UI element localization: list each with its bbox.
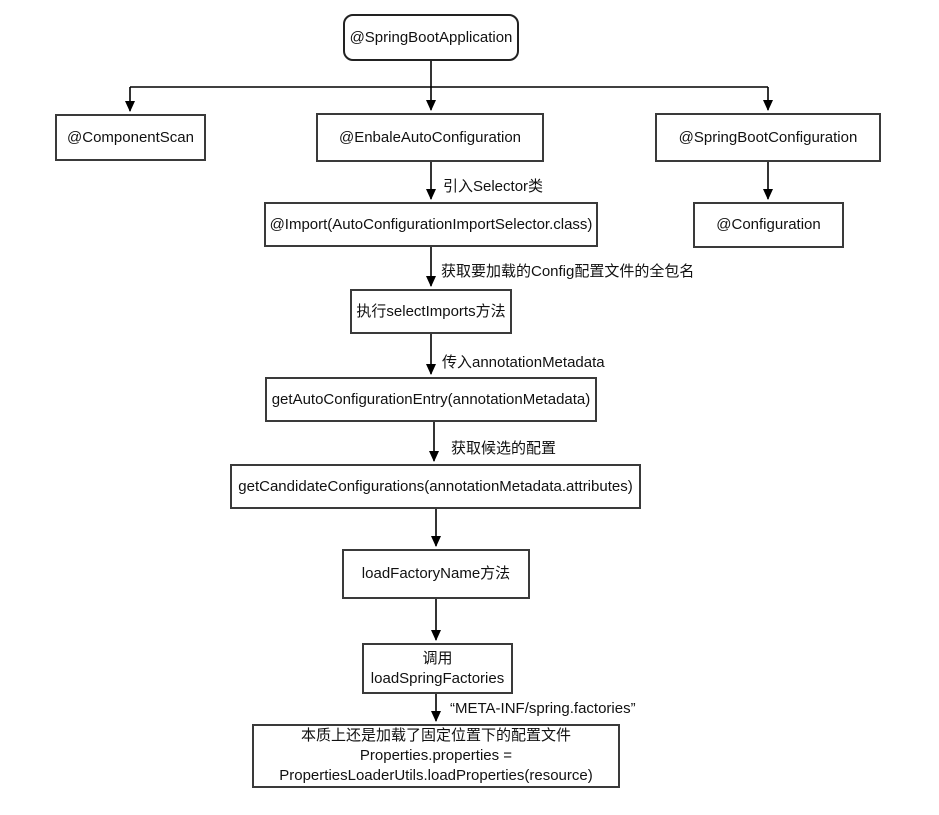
node-loadfactoryname: loadFactoryName方法 xyxy=(342,549,530,599)
node-essence-note: 本质上还是加载了固定位置下的配置文件 Properties.properties… xyxy=(252,724,620,788)
edge-label-get-candidates: 获取候选的配置 xyxy=(451,440,557,457)
node-getautoconfigurationentry: getAutoConfigurationEntry(annotationMeta… xyxy=(265,377,597,422)
node-configuration: @Configuration xyxy=(693,202,844,248)
node-loadspringfactories-line1: 调用 xyxy=(422,649,453,667)
node-springbootconfiguration: @SpringBootConfiguration xyxy=(655,113,881,162)
edge-label-import-selector: 引入Selector类 xyxy=(443,178,544,195)
edge-label-get-config-fullname: 获取要加载的Config配置文件的全包名 xyxy=(441,263,695,280)
node-springbootapplication: @SpringBootApplication xyxy=(343,14,519,61)
node-import-autoconfigurationimportselector: @Import(AutoConfigurationImportSelector.… xyxy=(264,202,598,247)
node-selectimports: 执行selectImports方法 xyxy=(350,289,512,334)
node-loadspringfactories-line2: loadSpringFactories xyxy=(370,669,505,687)
node-enableautoconfiguration: @EnbaleAutoConfiguration xyxy=(316,113,544,162)
node-essence-line3: PropertiesLoaderUtils.loadProperties(res… xyxy=(279,767,593,784)
node-getcandidateconfigurations: getCandidateConfigurations(annotationMet… xyxy=(230,464,641,509)
node-essence-line1: 本质上还是加载了固定位置下的配置文件 xyxy=(300,727,571,744)
node-loadspringfactories: 调用 loadSpringFactories xyxy=(362,643,513,694)
edge-label-meta-inf-spring-factories: “META-INF/spring.factories” xyxy=(450,700,636,717)
node-componentscan: @ComponentScan xyxy=(55,114,206,161)
edge-label-pass-metadata: 传入annotationMetadata xyxy=(442,354,605,371)
node-essence-line2: Properties.properties = xyxy=(359,747,513,764)
